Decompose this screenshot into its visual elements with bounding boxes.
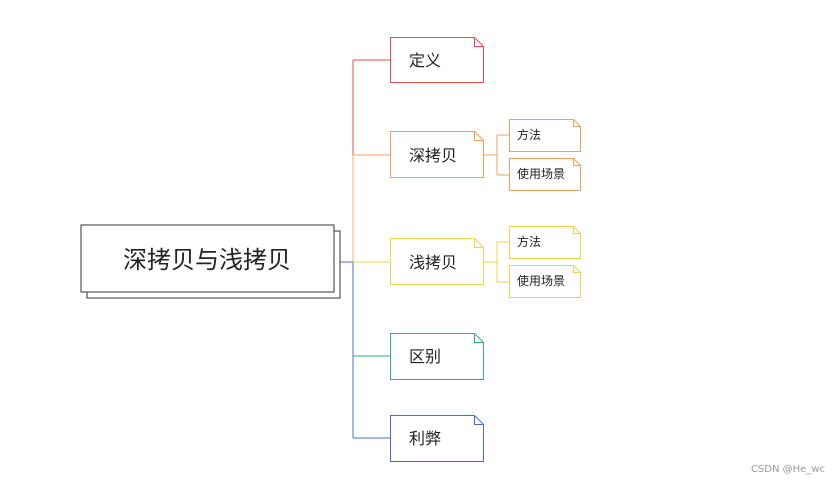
subnode-label-shallow-copy-usage: 使用场景 [517, 273, 565, 288]
root-node-label: 深拷贝与浅拷贝 [123, 246, 291, 274]
subnode-deep-copy-usage-fold [573, 158, 581, 166]
branch-node-difference-fold [474, 333, 484, 343]
subnode-deep-copy-method[interactable]: 方法 [509, 119, 581, 152]
branch-node-shallow-copy-box [390, 238, 484, 285]
branch-label-shallow-copy: 浅拷贝 [409, 253, 457, 272]
subnode-deep-copy-method-box [509, 119, 581, 152]
subnode-deep-copy-usage[interactable]: 使用场景 [509, 158, 581, 191]
branch-node-difference-box [390, 333, 484, 380]
branch-node-shallow-copy-fold [474, 238, 484, 248]
branch-node-shallow-copy[interactable]: 浅拷贝 [390, 238, 484, 285]
root-node[interactable]: 深拷贝与浅拷贝 [80, 224, 341, 299]
branch-node-pros-cons[interactable]: 利弊 [390, 415, 484, 462]
branch-node-definition[interactable]: 定义 [390, 37, 484, 83]
branch-node-difference[interactable]: 区别 [390, 333, 484, 380]
branch-label-pros-cons: 利弊 [409, 429, 441, 448]
branch-node-deep-copy-fold [474, 131, 484, 141]
subnode-deep-copy-usage-box [509, 158, 581, 191]
subnode-label-deep-copy-method: 方法 [517, 127, 541, 142]
subnode-shallow-copy-method-box [509, 226, 581, 259]
connectors [340, 59, 509, 439]
subnode-shallow-copy-method[interactable]: 方法 [509, 226, 581, 259]
subnode-shallow-copy-method-fold [573, 226, 581, 234]
subnode-shallow-copy-usage-box [509, 265, 581, 298]
branch-label-difference: 区别 [409, 347, 441, 366]
branch-node-definition-box [390, 37, 484, 83]
subnode-shallow-copy-usage[interactable]: 使用场景 [509, 265, 581, 298]
branch-node-deep-copy[interactable]: 深拷贝 [390, 131, 484, 178]
subnode-deep-copy-method-fold [573, 119, 581, 127]
subnode-shallow-copy-usage-fold [573, 265, 581, 273]
branch-label-definition: 定义 [409, 51, 441, 70]
subnode-label-shallow-copy-method: 方法 [517, 234, 541, 249]
watermark: CSDN @He_wc [750, 464, 825, 475]
branch-node-definition-fold [474, 37, 484, 47]
subnode-label-deep-copy-usage: 使用场景 [517, 166, 565, 181]
branch-label-deep-copy: 深拷贝 [409, 146, 457, 165]
branch-node-pros-cons-box [390, 415, 484, 462]
branch-node-deep-copy-box [390, 131, 484, 178]
branch-node-pros-cons-fold [474, 415, 484, 425]
